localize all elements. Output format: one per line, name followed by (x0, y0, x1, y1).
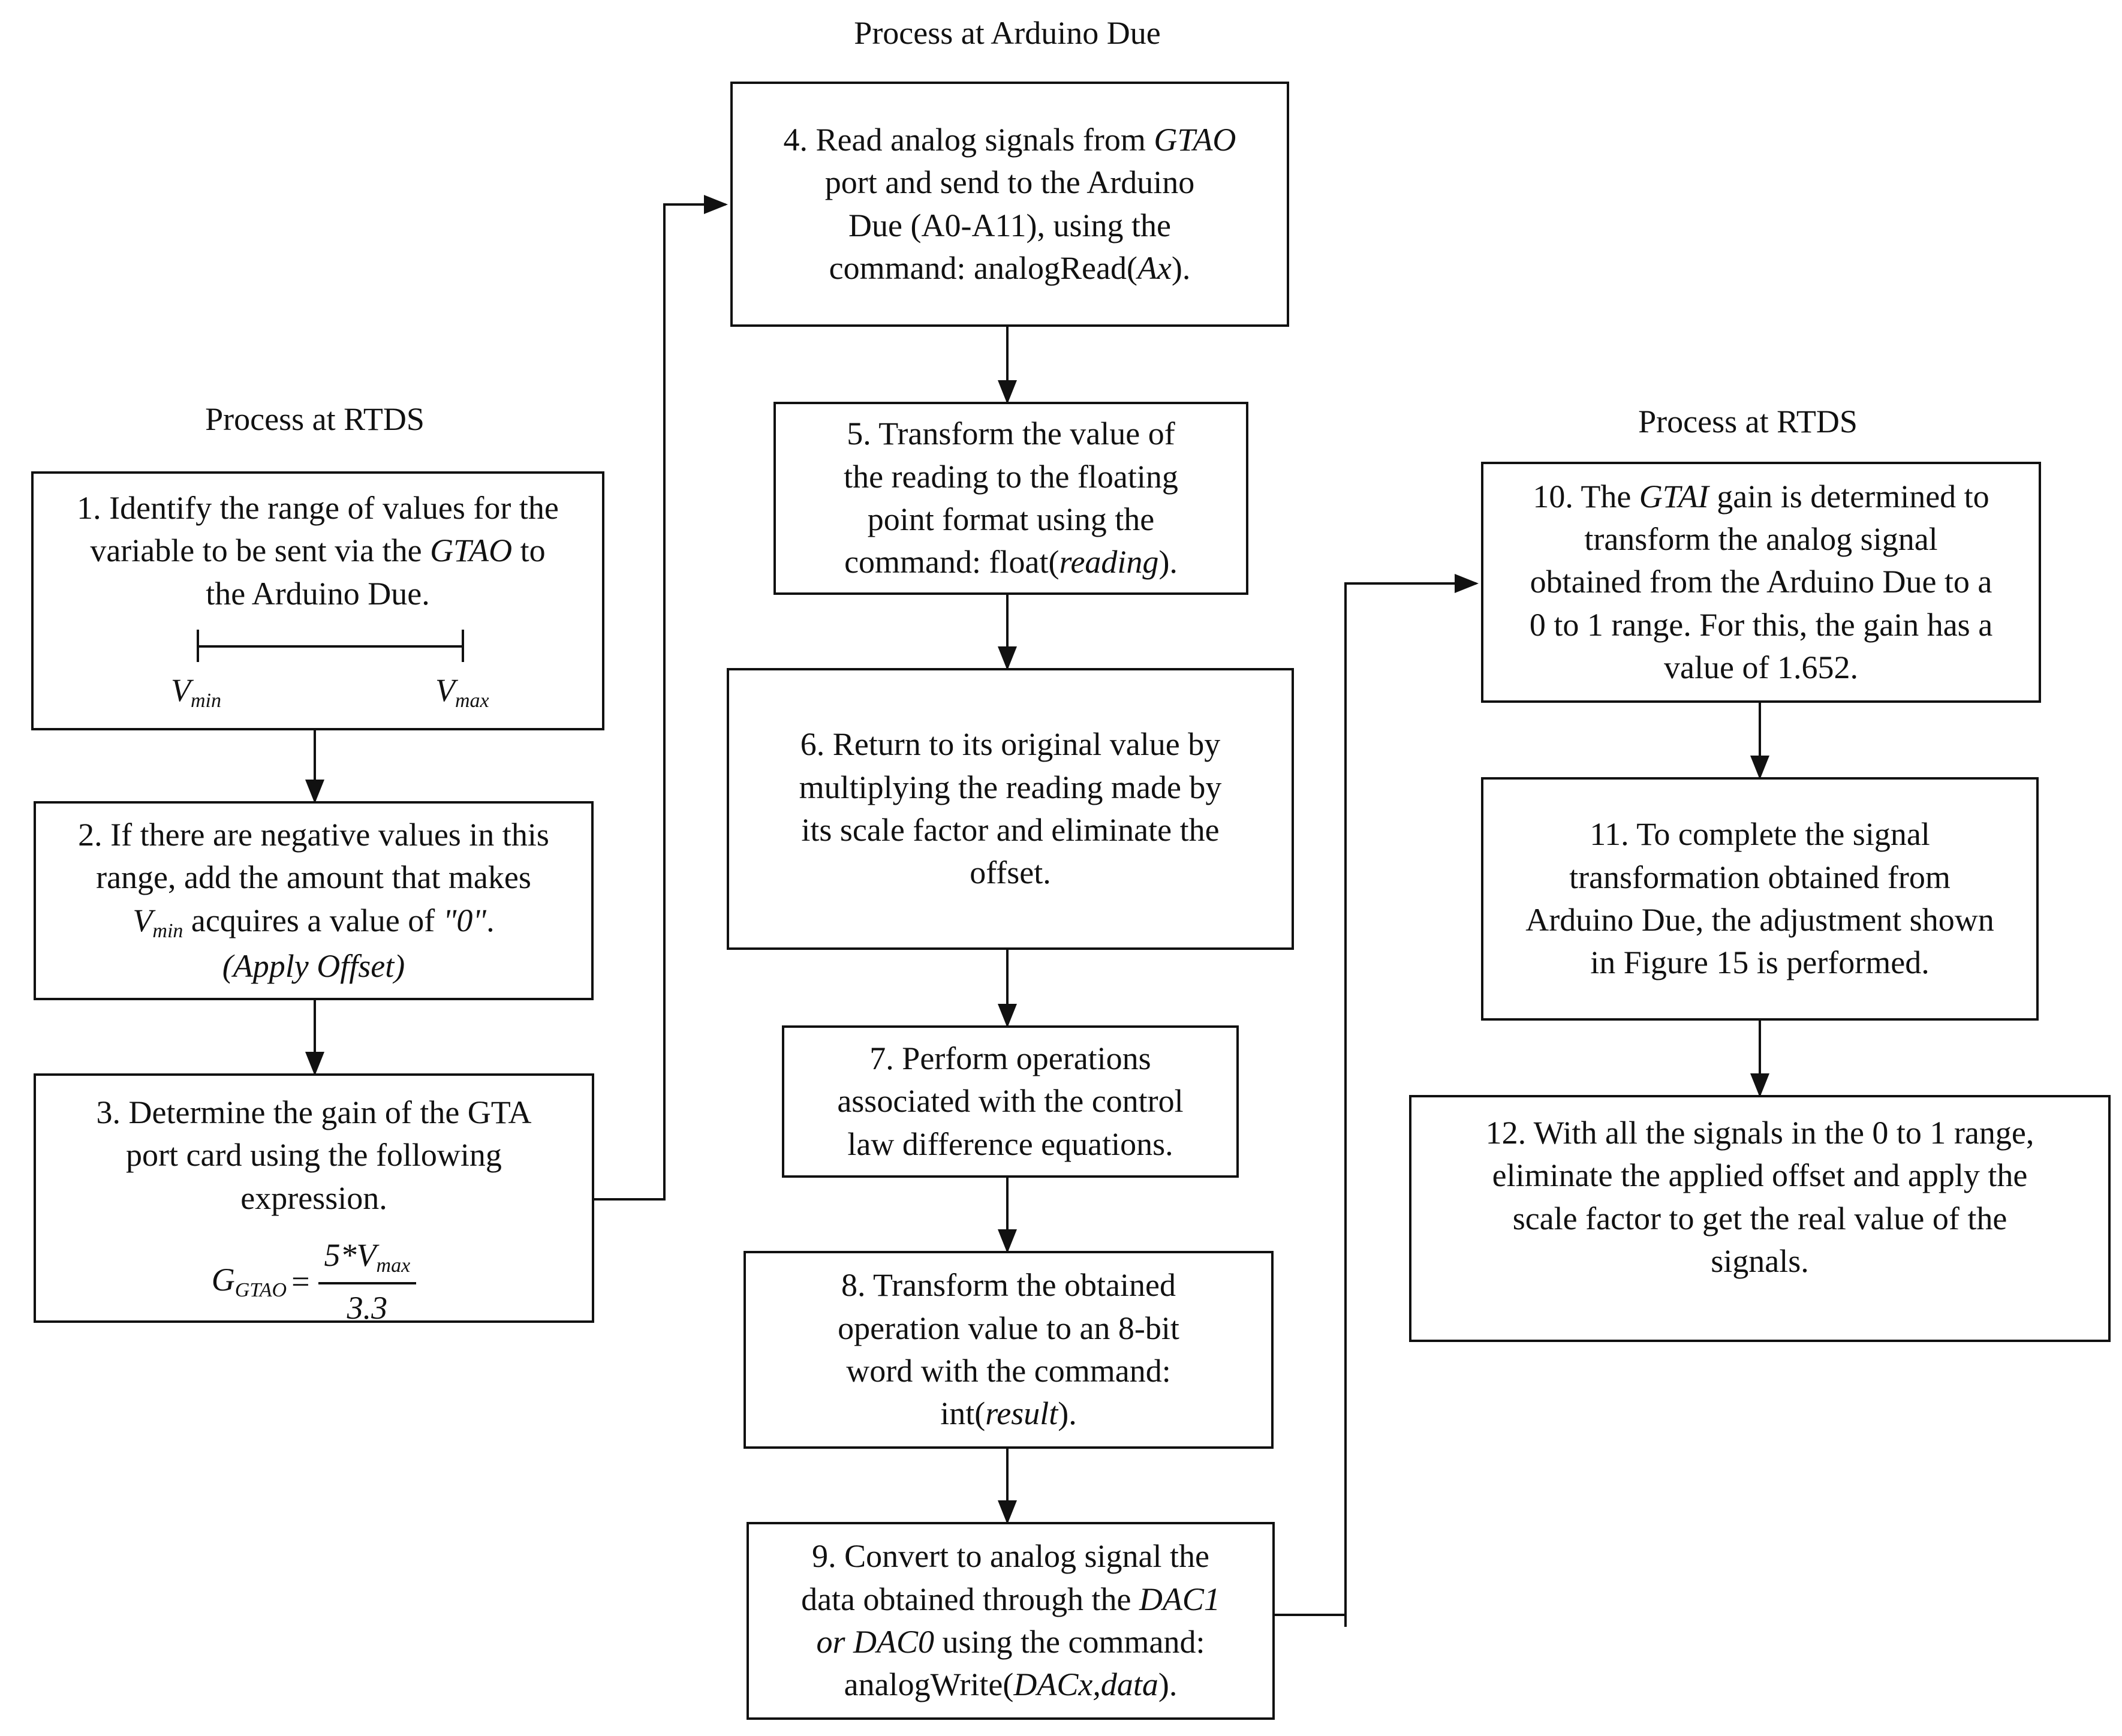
range-bar (198, 645, 464, 648)
step-4-box: 4. Read analog signals from GTAO port an… (730, 82, 1289, 327)
range-tick-max (462, 629, 464, 662)
step-1-line-3: the Arduino Due. (206, 575, 430, 612)
step-12-line-2: eliminate the applied offset and apply t… (1492, 1157, 2028, 1194)
step-9-line-4: analogWrite(DACx,data). (844, 1666, 1178, 1703)
vmin-label: Vmin (171, 672, 221, 712)
step-10-line-4: 0 to 1 range. For this, the gain has a (1529, 606, 1993, 643)
step-5-line-3: point format using the (867, 501, 1155, 537)
step-5-line-4: command: float(reading). (844, 544, 1178, 580)
step-11-line-1: 11. To complete the signal (1590, 816, 1930, 853)
step-9-line-2: data obtained through the DAC1 (801, 1581, 1220, 1617)
step-8-line-1: 8. Transform the obtained (841, 1267, 1176, 1304)
step-9-line-1: 9. Convert to analog signal the (812, 1538, 1209, 1575)
step-8-line-4: int(result). (940, 1395, 1077, 1432)
step-6-line-4: offset. (970, 855, 1051, 891)
gain-symbol: GGTAO (211, 1262, 287, 1302)
step-6-line-1: 6. Return to its original value by (800, 726, 1221, 763)
step-8-line-3: word with the command: (846, 1353, 1171, 1389)
range-tick-min (197, 629, 199, 662)
step-10-line-5: value of 1.652. (1664, 649, 1858, 685)
title-rtds-left: Process at RTDS (205, 401, 425, 437)
step-6-box: 6. Return to its original value by multi… (727, 668, 1294, 950)
step-5-line-1: 5. Transform the value of (847, 416, 1175, 452)
step-3-line-1: 3. Determine the gain of the GTA (96, 1094, 532, 1130)
step-2-line-4: (Apply Offset) (222, 947, 405, 984)
title-rtds-right: Process at RTDS (1638, 404, 1858, 440)
step-11-box: 11. To complete the signal transformatio… (1481, 777, 2039, 1021)
step-5-line-2: the reading to the floating (844, 458, 1178, 495)
step-3-line-3: expression. (240, 1180, 387, 1216)
value-range-diagram: Vmin Vmax (48, 621, 588, 712)
step-4-line-3: Due (A0-A11), using the (848, 207, 1171, 243)
step-1-box: 1. Identify the range of values for the … (31, 471, 604, 730)
step-2-line-2: range, add the amount that makes (96, 859, 531, 896)
step-2-box: 2. If there are negative values in this … (34, 801, 594, 1000)
step-1-line-1: 1. Identify the range of values for the (77, 490, 559, 526)
step-1-line-2: variable to be sent via the GTAO to (90, 532, 546, 569)
step-8-line-2: operation value to an 8-bit (838, 1310, 1179, 1346)
step-11-line-2: transformation obtained from (1569, 859, 1951, 895)
step-10-line-3: obtained from the Arduino Due to a (1530, 564, 1992, 600)
arrow-9-to-10 (1275, 574, 1479, 1616)
step-7-line-3: law difference equations. (847, 1126, 1173, 1162)
step-4-line-4: command: analogRead(Ax). (829, 249, 1191, 286)
step-6-line-2: multiplying the reading made by (799, 769, 1222, 805)
gain-formula: GGTAO = 5*Vmax 3.3 (211, 1234, 417, 1329)
step-7-line-1: 7. Perform operations (869, 1040, 1151, 1077)
step-10-box: 10. The GTAI gain is determined to trans… (1481, 462, 2041, 703)
step-12-box: 12. With all the signals in the 0 to 1 r… (1409, 1095, 2111, 1342)
fraction-numerator: 5*Vmax (318, 1234, 417, 1284)
step-4-line-1: 4. Read analog signals from GTAO (783, 121, 1236, 158)
equals-sign: = (291, 1263, 310, 1299)
step-12-line-4: signals. (1711, 1242, 1809, 1279)
step-7-line-2: associated with the control (837, 1083, 1184, 1120)
step-2-line-1: 2. If there are negative values in this (78, 817, 549, 853)
vmax-label: Vmax (435, 672, 489, 712)
fraction-denominator: 3.3 (347, 1289, 388, 1326)
step-2-line-3: Vmin acquires a value of "0". (133, 902, 495, 942)
step-12-line-3: scale factor to get the real value of th… (1512, 1200, 2007, 1236)
step-11-line-3: Arduino Due, the adjustment shown (1525, 902, 1994, 938)
step-3-box: 3. Determine the gain of the GTA port ca… (34, 1073, 594, 1326)
step-9-line-3: or DAC0 using the command: (816, 1624, 1205, 1660)
gtao-term: GTAO (430, 532, 513, 569)
step-12-line-1: 12. With all the signals in the 0 to 1 r… (1485, 1115, 2034, 1151)
step-3-line-2: port card using the following (126, 1137, 502, 1174)
gain-fraction: 5*Vmax 3.3 (318, 1234, 417, 1329)
step-8-box: 8. Transform the obtained operation valu… (744, 1251, 1274, 1449)
step-9-box: 9. Convert to analog signal the data obt… (747, 1522, 1275, 1720)
step-5-box: 5. Transform the value of the reading to… (773, 402, 1248, 595)
step-4-line-2: port and send to the Arduino (824, 164, 1195, 201)
step-11-line-4: in Figure 15 is performed. (1590, 944, 1930, 981)
step-7-box: 7. Perform operations associated with th… (782, 1025, 1239, 1178)
title-arduino: Process at Arduino Due (854, 15, 1161, 51)
step-6-line-3: its scale factor and eliminate the (801, 812, 1220, 848)
step-10-line-1: 10. The GTAI gain is determined to (1533, 478, 1989, 515)
arrow-3-to-4 (594, 195, 728, 1201)
step-10-line-2: transform the analog signal (1584, 521, 1938, 558)
